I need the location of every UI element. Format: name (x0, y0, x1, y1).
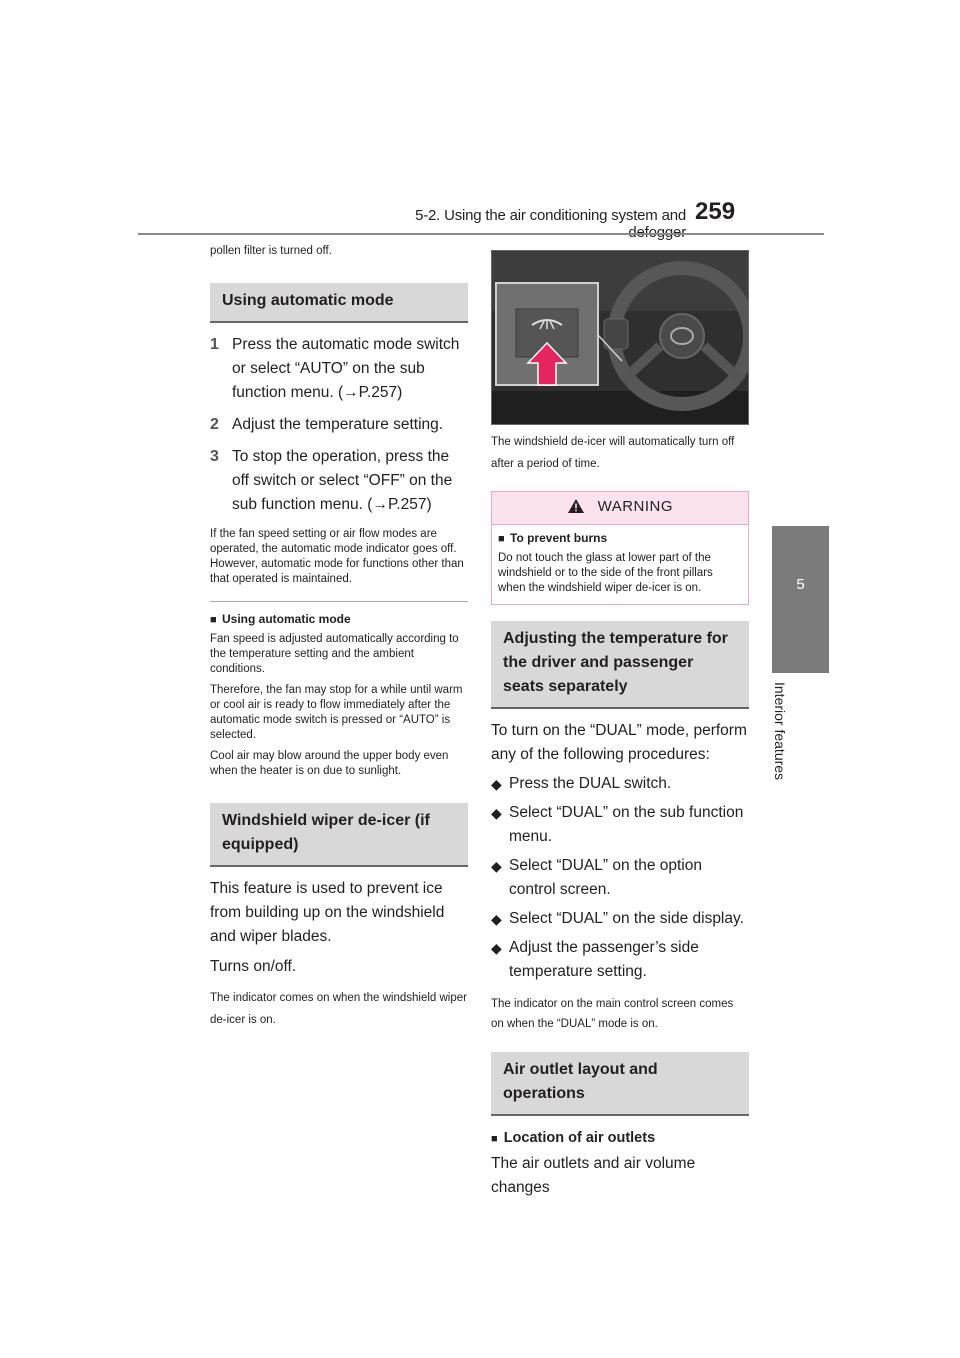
wiper-deicer-note: The indicator comes on when the windshie… (210, 992, 467, 1026)
paragraph: Cool air may blow around the upper body … (210, 750, 449, 777)
step-number: 3 (210, 448, 219, 465)
warning-title: WARNING (597, 498, 674, 515)
list-item: ◆ Select “DUAL” on the sub function menu… (491, 801, 749, 849)
step-number: 2 (210, 416, 219, 433)
warning-triangle-icon (567, 498, 585, 518)
chapter-label: Interior features (770, 682, 790, 802)
list-item: ◆ Adjust the passenger’s side temperatur… (491, 936, 749, 984)
warning-text: Do not touch the glass at lower part of … (498, 552, 713, 594)
warning-body: ■ To prevent burns Do not touch the glas… (492, 525, 748, 604)
bullet-text: Adjust the passenger’s side temperature … (509, 939, 699, 980)
diamond-bullet-icon: ◆ (491, 911, 502, 927)
dashboard-image (492, 251, 748, 424)
bullet-text: Select “DUAL” on the side display. (509, 910, 744, 927)
divider (210, 601, 468, 602)
list-item: ◆ Select “DUAL” on the side display. (491, 907, 749, 931)
step-item: 1 Press the automatic mode switch or sel… (210, 333, 468, 405)
diamond-bullet-icon: ◆ (491, 805, 502, 821)
step-text: To stop the operation, press the off swi… (232, 448, 453, 513)
page-number: 259 (695, 198, 736, 225)
bullet-text: Select “DUAL” on the option control scre… (509, 857, 702, 898)
wiper-deicer-body: Turns on/off. (210, 958, 297, 975)
dual-bullet-list: ◆ Press the DUAL switch. ◆ Select “DUAL”… (491, 772, 749, 984)
warning-subheading: ■ To prevent burns (498, 531, 740, 545)
diamond-bullet-icon: ◆ (491, 776, 502, 792)
section-title: 5-2. Using the air conditioning system a… (415, 207, 686, 241)
step-list: 1 Press the automatic mode switch or sel… (210, 333, 468, 517)
automatic-mode-note: If the fan speed setting or air flow mod… (210, 528, 464, 585)
chapter-number: 5 (796, 576, 805, 593)
header-divider (138, 233, 824, 235)
paragraph: Therefore, the fan may stop for a while … (210, 684, 463, 741)
intro-text: pollen filter is turned off. (210, 245, 332, 257)
warning-box: WARNING ■ To prevent burns Do not touch … (491, 491, 749, 605)
subheading-text: Using automatic mode (222, 612, 351, 626)
deicer-switch-illustration (491, 250, 749, 425)
step-item: 3 To stop the operation, press the off s… (210, 445, 468, 517)
air-outlet-body: The air outlets and air volume changes (491, 1155, 696, 1196)
dual-note: The indicator on the main control screen… (491, 998, 734, 1030)
step-text: Press the automatic mode switch or selec… (232, 336, 460, 401)
air-outlet-subheading: ■ Location of air outlets (491, 1130, 749, 1146)
automatic-mode-heading: Using automatic mode (210, 283, 468, 323)
step-text: Adjust the temperature setting. (232, 416, 444, 433)
step-item: 2 Adjust the temperature setting. (210, 413, 468, 437)
diamond-bullet-icon: ◆ (491, 858, 502, 874)
warning-header: WARNING (492, 492, 748, 525)
paragraph: Fan speed is adjusted automatically acco… (210, 633, 459, 675)
dual-heading: Adjusting the temperature for the driver… (491, 621, 749, 709)
image-caption: The windshield de-icer will automaticall… (491, 436, 735, 470)
air-outlet-heading: Air outlet layout and operations (491, 1052, 749, 1116)
list-item: ◆ Press the DUAL switch. (491, 772, 749, 796)
chapter-label-text: Interior features (772, 682, 788, 781)
chapter-tab[interactable]: 5 (772, 526, 829, 673)
right-column: The windshield de-icer will automaticall… (491, 250, 749, 1200)
warning-subheading-text: To prevent burns (510, 531, 608, 545)
square-bullet-icon: ■ (210, 614, 217, 626)
step-number: 1 (210, 336, 219, 353)
left-column: pollen filter is turned off. Using autom… (210, 244, 468, 1031)
square-bullet-icon: ■ (498, 533, 505, 545)
bullet-text: Press the DUAL switch. (509, 775, 672, 792)
bullet-text: Select “DUAL” on the sub function menu. (509, 804, 744, 845)
diamond-bullet-icon: ◆ (491, 940, 502, 956)
list-item: ◆ Select “DUAL” on the option control sc… (491, 854, 749, 902)
wiper-deicer-body: This feature is used to prevent ice from… (210, 880, 445, 945)
automatic-mode-subheading: ■ Using automatic mode (210, 612, 468, 626)
wiper-deicer-heading: Windshield wiper de-icer (if equipped) (210, 803, 468, 867)
air-outlet-subheading-text: Location of air outlets (503, 1130, 656, 1146)
square-bullet-icon: ■ (491, 1133, 498, 1145)
dual-intro: To turn on the “DUAL” mode, perform any … (491, 722, 747, 763)
